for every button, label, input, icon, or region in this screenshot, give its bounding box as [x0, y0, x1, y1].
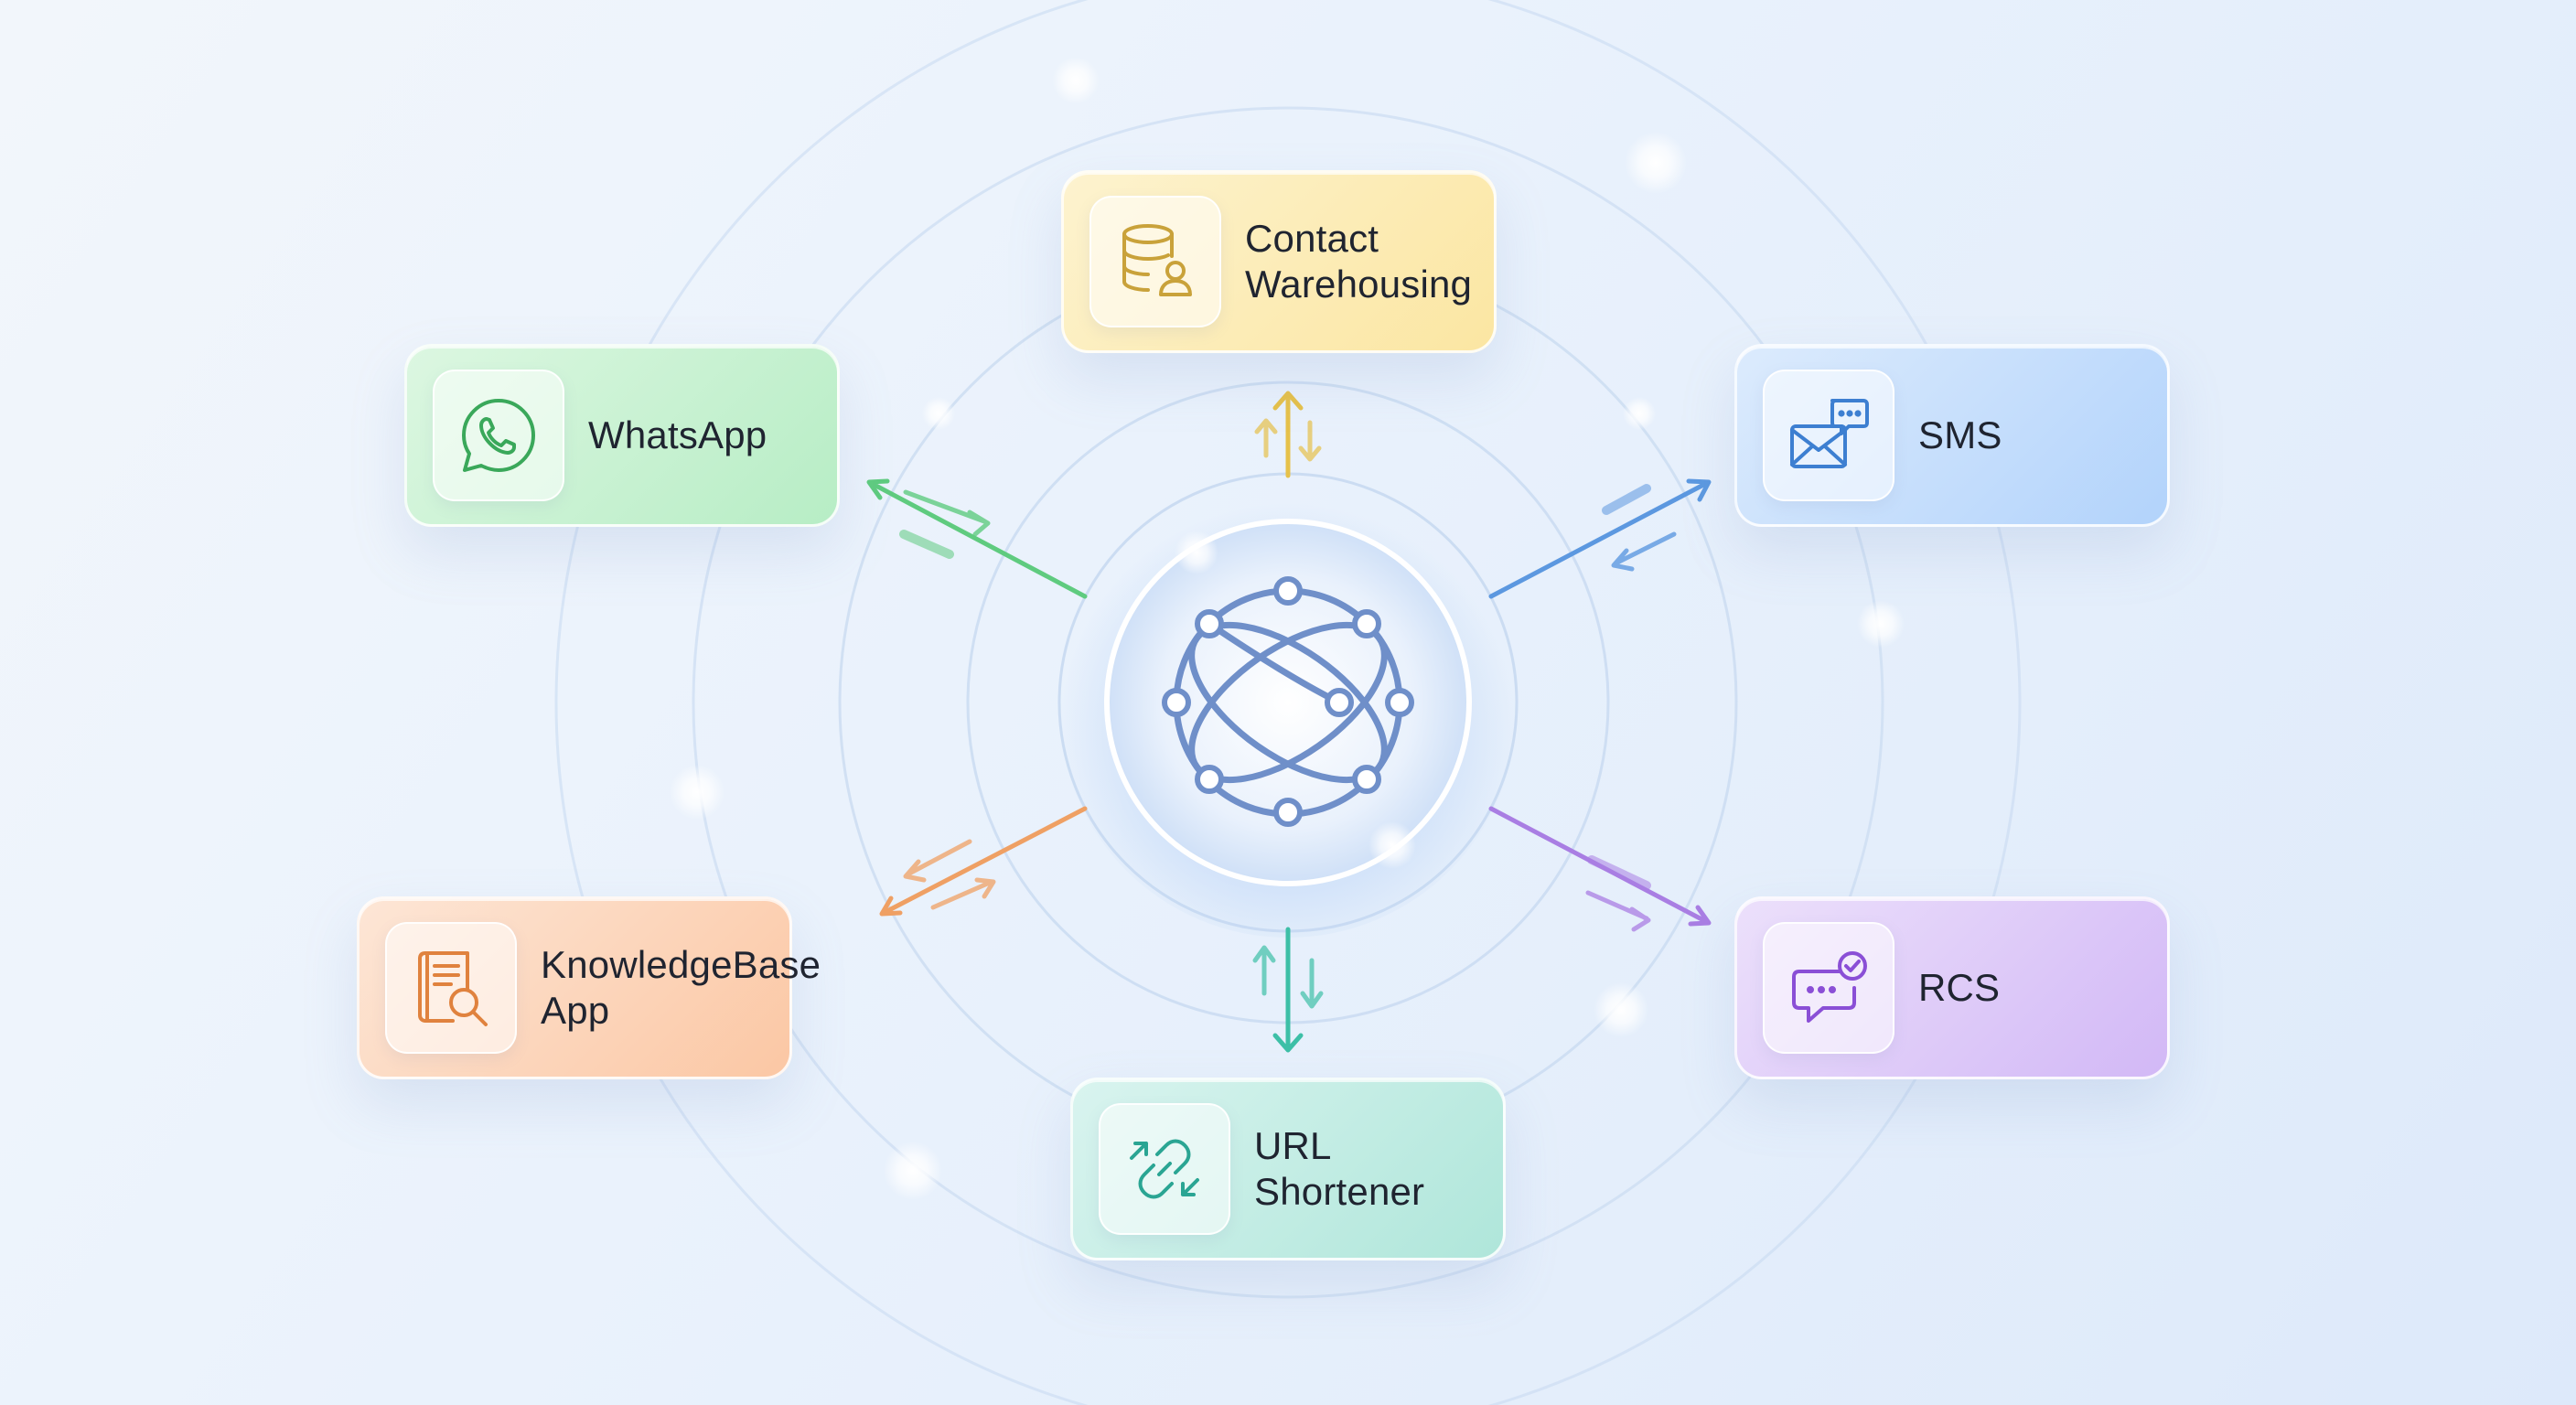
network-globe-icon	[1162, 576, 1414, 827]
node-label: WhatsApp	[588, 413, 767, 456]
envelope-chat-icon	[1790, 399, 1869, 468]
orbit-ring-outer	[554, 0, 2022, 1405]
connector-kb	[879, 806, 1088, 917]
document-search-icon	[418, 951, 488, 1026]
link-arrows-icon	[1130, 1139, 1199, 1199]
node-icon-box	[1089, 196, 1221, 327]
node-rcs[interactable]: RCS	[1734, 896, 2170, 1079]
connector-contact	[1254, 391, 1322, 478]
connector-whatsapp	[866, 478, 1088, 599]
node-url-shortener[interactable]: URL Shortener	[1070, 1078, 1506, 1260]
hub-circle[interactable]	[1104, 519, 1472, 886]
node-contact-warehousing[interactable]: Contact Warehousing	[1061, 170, 1497, 353]
node-label: URL Shortener	[1254, 1124, 1425, 1213]
sparkles	[670, 57, 1905, 1200]
node-sms[interactable]: SMS	[1734, 344, 2170, 527]
node-label: SMS	[1918, 413, 2002, 456]
chat-check-icon	[1792, 951, 1867, 1023]
node-label: KnowledgeBase App	[541, 943, 821, 1032]
node-icon-box	[1763, 922, 1894, 1054]
node-label: RCS	[1918, 966, 2001, 1009]
connectors	[866, 391, 1712, 1053]
database-user-icon	[1122, 224, 1192, 296]
node-icon-box	[1763, 370, 1894, 501]
whatsapp-icon	[462, 399, 535, 472]
node-knowledgebase-app[interactable]: KnowledgeBase App	[357, 896, 821, 1079]
orbit-ring-4	[692, 106, 1884, 1299]
node-icon-box	[433, 370, 564, 501]
node-label: Contact Warehousing	[1245, 217, 1473, 306]
connector-sms	[1488, 478, 1712, 599]
node-icon-box	[385, 922, 517, 1054]
connector-url	[1252, 927, 1324, 1053]
node-icon-box	[1099, 1103, 1230, 1235]
connector-rcs	[1488, 806, 1712, 932]
node-whatsapp[interactable]: WhatsApp	[404, 344, 840, 527]
